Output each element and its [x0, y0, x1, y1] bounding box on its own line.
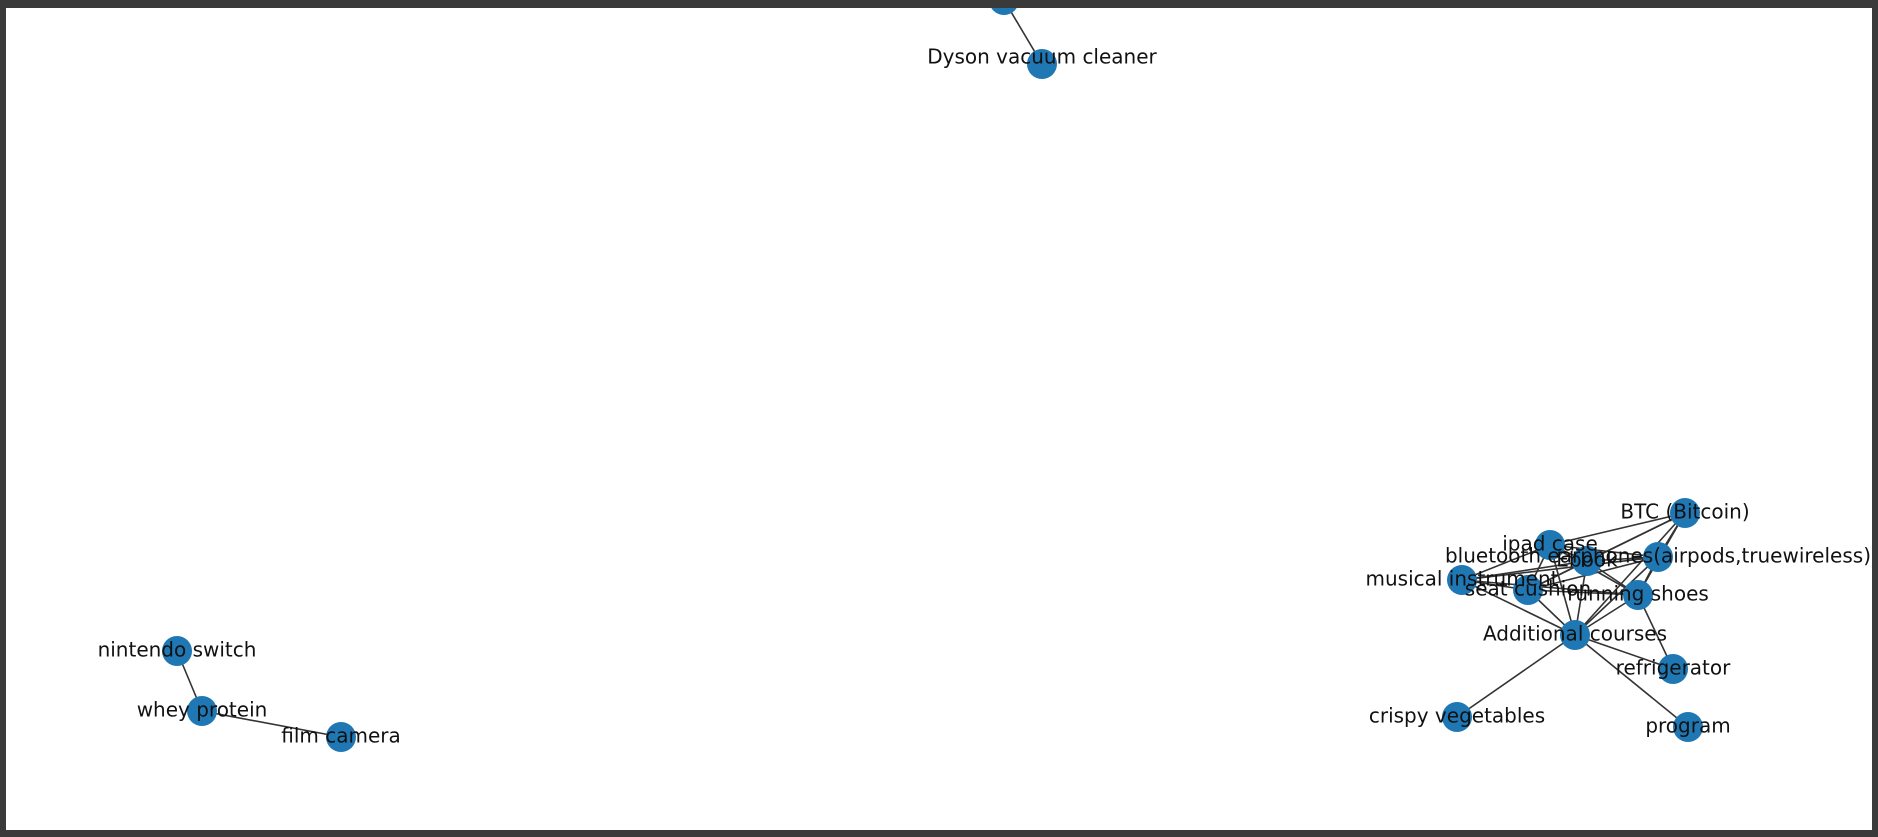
graph-canvas: Dyson vacuum cleaner nintendo switch whey … — [6, 8, 1872, 830]
node-label-crispy-vegetables: crispy vegetables — [1369, 704, 1545, 728]
edge-whey_protein-film_camera — [201, 710, 342, 738]
node-layer — [162, 8, 1703, 752]
node-nintendo-switch — [162, 636, 192, 666]
node-film-camera — [326, 722, 356, 752]
network-graph: Dyson vacuum cleaner nintendo switch whey … — [98, 8, 1871, 752]
node-bluetooth-earphones — [1643, 542, 1673, 572]
node-top-offscreen — [991, 8, 1017, 15]
node-crispy-vegetables — [1442, 702, 1472, 732]
node-label-running-shoes: running shoes — [1567, 582, 1709, 606]
edge-additional_courses-refrigerator — [1574, 634, 1674, 670]
label-layer: Dyson vacuum cleaner nintendo switch whey … — [98, 45, 1871, 748]
node-label-program: program — [1645, 714, 1730, 738]
node-label-bluetooth-earphones: bluetooth earphones(airpods,truewireless… — [1445, 544, 1871, 568]
edge-ipad_case-bluetooth_earphones — [1549, 544, 1659, 558]
node-additional-courses — [1560, 620, 1590, 650]
edge-additional_courses-crispy_vegetables — [1456, 634, 1576, 718]
node-ipad-case — [1535, 530, 1565, 560]
node-program — [1673, 712, 1703, 742]
node-label-dyson-vacuum: Dyson vacuum cleaner — [927, 45, 1157, 69]
edge-btc-ipad_case — [1549, 512, 1686, 546]
edge-btc-additional_courses — [1574, 512, 1686, 636]
edge-bluetooth_earphones-musical_instrument — [1461, 556, 1659, 581]
node-label-ebook: Ebook — [1556, 548, 1618, 572]
node-label-seat-cushion: seat cushion — [1465, 577, 1591, 601]
node-label-btc: BTC (Bitcoin) — [1620, 500, 1749, 524]
edge-ipad_case-additional_courses — [1549, 544, 1576, 636]
node-label-nintendo-switch: nintendo switch — [98, 638, 257, 662]
edge-seat_cushion-running_shoes — [1527, 589, 1639, 596]
edge-ebook-musical_instrument — [1461, 560, 1588, 581]
edge-additional_courses-program — [1574, 634, 1689, 728]
node-seat-cushion — [1513, 575, 1543, 605]
node-musical-instrument — [1447, 565, 1477, 595]
edge-musical_instrument-running_shoes — [1461, 579, 1639, 596]
node-label-refrigerator: refrigerator — [1616, 656, 1731, 680]
edge-layer — [176, 8, 1689, 738]
node-label-film-camera: film camera — [281, 724, 401, 748]
node-label-ipad-case: ipad case — [1502, 532, 1598, 556]
node-whey-protein — [187, 696, 217, 726]
node-btc — [1670, 498, 1700, 528]
edge-ipad_case-musical_instrument — [1461, 544, 1551, 581]
node-label-additional-courses: Additional courses — [1483, 622, 1667, 646]
node-ebook — [1572, 546, 1602, 576]
edge-bluetooth_earphones-additional_courses — [1574, 556, 1659, 636]
edge-musical_instrument-additional_courses — [1461, 579, 1576, 636]
node-label-musical-instrument: musical instrument — [1366, 567, 1559, 591]
node-refrigerator — [1658, 654, 1688, 684]
node-label-whey-protein: whey protein — [137, 698, 268, 722]
node-dyson-vacuum — [1027, 49, 1057, 79]
node-running-shoes — [1623, 580, 1653, 610]
